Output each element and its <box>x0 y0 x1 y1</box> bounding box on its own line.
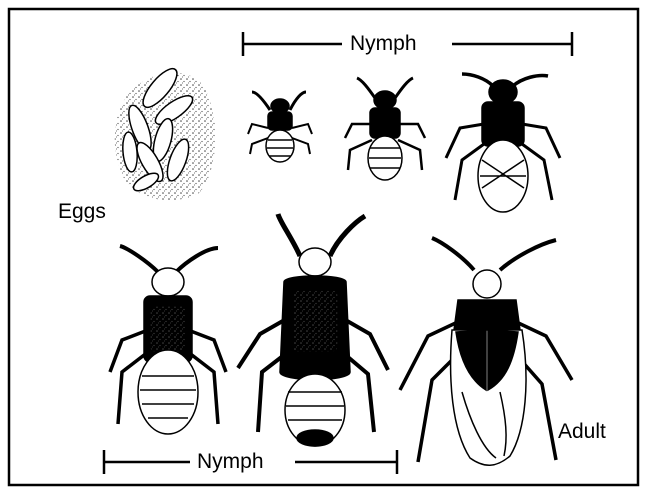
adult-bug-illustration <box>400 238 572 465</box>
eggs-cluster-illustration <box>115 64 215 200</box>
nymph-label-bottom: Nymph <box>195 450 266 474</box>
nymph-instar-1-illustration <box>248 92 312 162</box>
nymph-instar-5-illustration <box>238 214 388 446</box>
adult-label: Adult <box>558 420 606 444</box>
nymph-label-top: Nymph <box>348 32 419 56</box>
nymph-instar-2-illustration <box>345 78 425 180</box>
nymph-instar-3-illustration <box>446 74 560 212</box>
eggs-label: Eggs <box>58 200 106 224</box>
nymph-instar-4-illustration <box>110 246 226 434</box>
